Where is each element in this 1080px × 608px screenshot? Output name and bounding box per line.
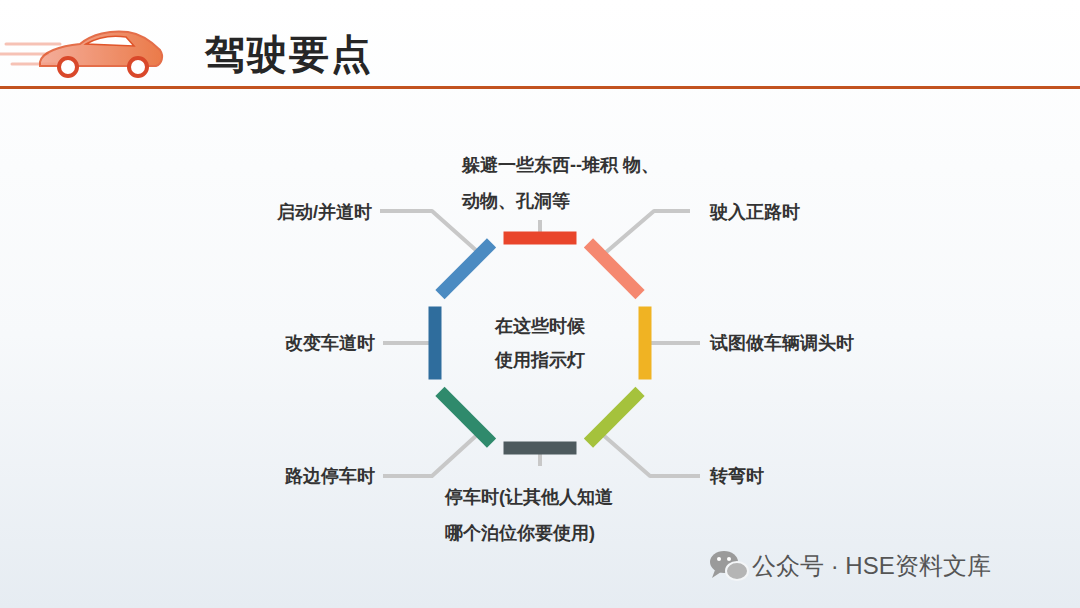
slide-title: 驾驶要点 <box>205 27 373 82</box>
situation-label: 改变车道时 <box>285 332 375 354</box>
leader-lines <box>380 211 700 476</box>
octagon-segment <box>588 243 640 295</box>
situation-label: 试图做车辆调头时 <box>710 332 854 354</box>
situation-label: 驶入正路时 <box>710 201 800 223</box>
octagon-segment <box>588 391 640 443</box>
watermark: 公众号 · HSE资料文库 <box>752 555 991 577</box>
center-text: 在这些时候 使用指示灯 <box>475 309 605 377</box>
octagon-segment <box>504 442 577 455</box>
octagon-segment <box>429 307 442 380</box>
octagon-segment <box>440 243 492 295</box>
situation-label: 启动/并道时 <box>277 201 372 223</box>
situation-label: 躲避一些东西--堆积 物、动物、孔洞等 <box>462 147 662 219</box>
octagon-segment <box>504 232 577 245</box>
situation-label: 路边停车时 <box>285 465 375 487</box>
octagon-outline <box>425 228 655 458</box>
octagon-segment <box>440 391 492 443</box>
octagon-ring: 在这些时候 使用指示灯 <box>425 228 655 458</box>
situation-label: 转弯时 <box>710 465 764 487</box>
header-rule <box>0 86 1080 89</box>
situation-label: 停车时(让其他人知道 哪个泊位你要使用) <box>445 479 640 551</box>
car-logo <box>0 32 162 77</box>
wechat-icon <box>710 551 748 580</box>
octagon-segment <box>639 307 652 380</box>
